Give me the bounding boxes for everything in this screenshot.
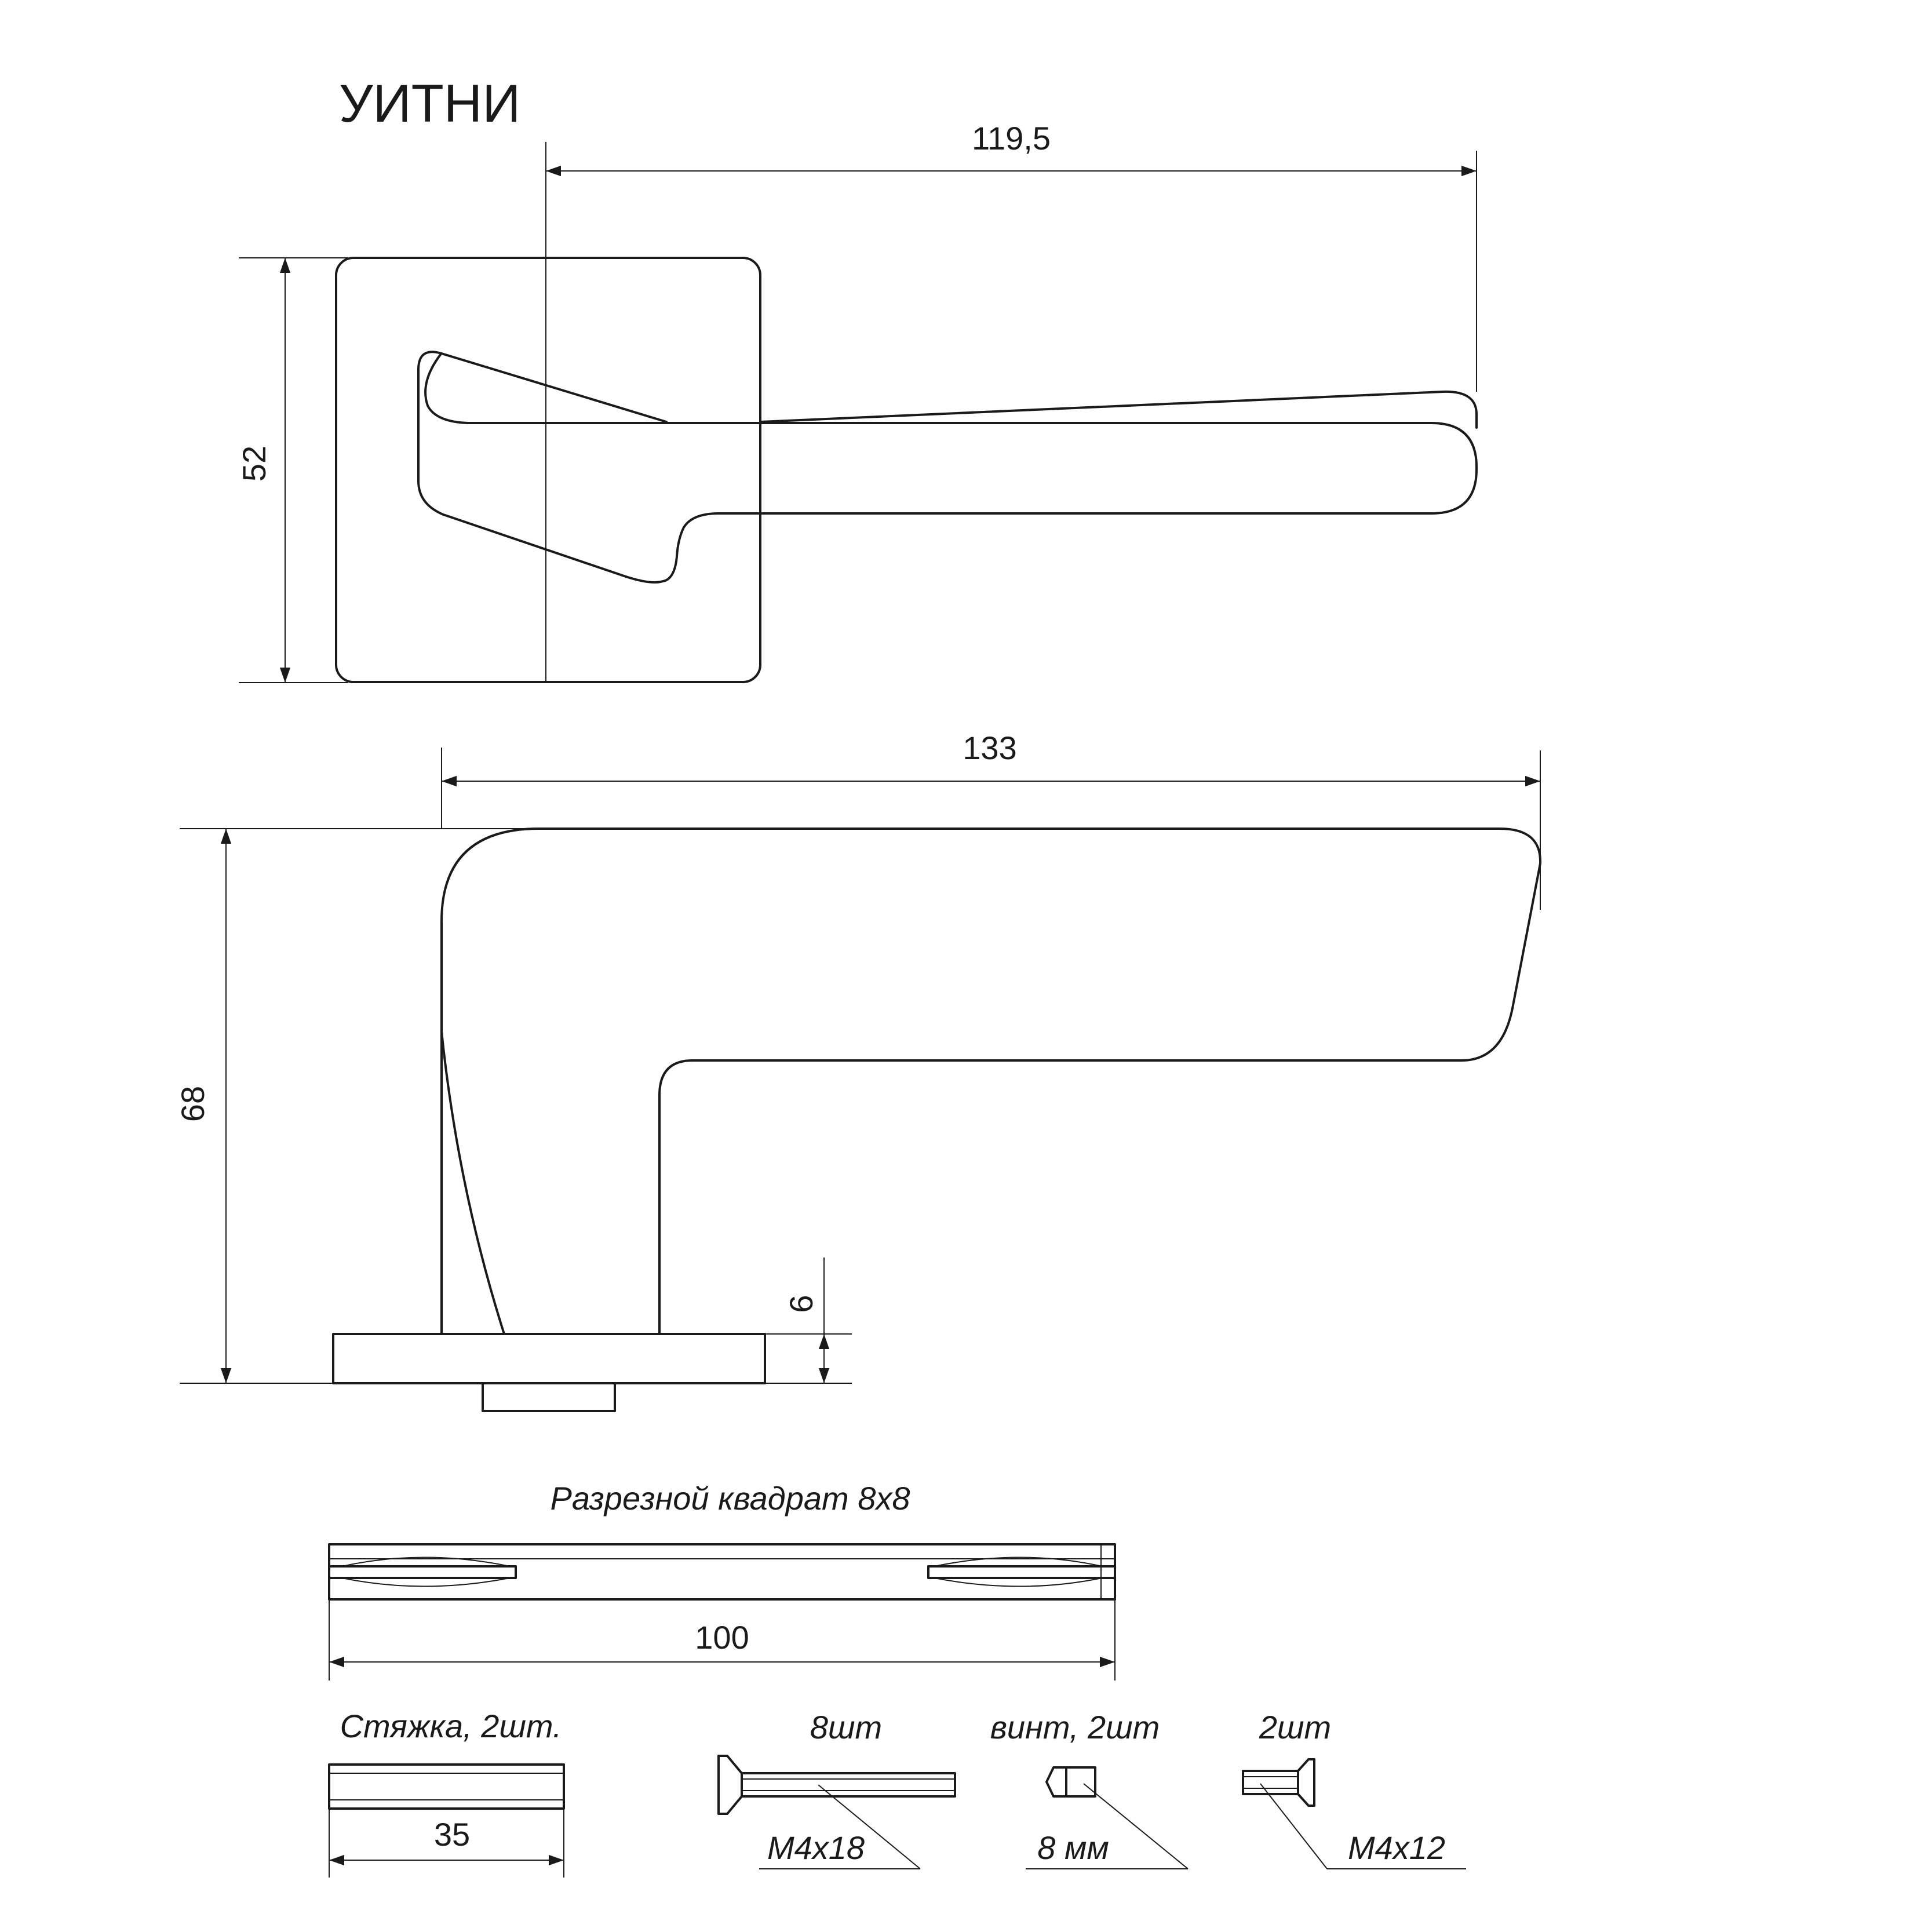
rose-boss (482, 1382, 616, 1412)
set-screw-group: винт, 2шт 8 мм (990, 1709, 1189, 1869)
short-screw-shank (1242, 1770, 1299, 1795)
tie-tube (328, 1763, 565, 1810)
rosette-plate (335, 257, 761, 683)
set-screw-tip (1045, 1766, 1067, 1798)
handle-side-outline (440, 828, 1542, 1335)
spindle-label: Разрезной квадрат 8х8 (551, 1480, 910, 1517)
long-screw-group: 8шт M4x18 (717, 1709, 956, 1869)
dimension-6: 6 (783, 1295, 819, 1313)
spindle-left-slot (328, 1565, 517, 1579)
spindle-right-slot-curve (934, 1577, 1103, 1587)
rose-base (332, 1333, 766, 1384)
short-screw-head (1297, 1758, 1315, 1807)
dimension-133: 133 (963, 730, 1016, 766)
leader-line (1083, 1783, 1189, 1869)
set-screw-qty: винт, 2шт (990, 1709, 1160, 1745)
side-view: 133 68 6 (174, 730, 1542, 1412)
handle-neck-curve (440, 1030, 505, 1335)
handle-top-outline (417, 351, 1478, 584)
top-view: 119,5 52 (236, 120, 1478, 683)
long-screw-head (717, 1755, 743, 1815)
long-screw-shank (741, 1772, 956, 1798)
spindle-bar (328, 1543, 1116, 1601)
handle-top-wedge (759, 390, 1478, 429)
spindle-right-slot-curve (934, 1556, 1103, 1567)
spindle-right-slot (927, 1565, 1116, 1579)
set-screw-body (1065, 1766, 1096, 1798)
leader-line (818, 1784, 921, 1869)
tie-group: Стяжка, 2шт. 35 (328, 1708, 565, 1878)
product-title: УИТНИ (339, 74, 520, 133)
short-screw-qty: 2шт (1259, 1709, 1331, 1745)
dimension-100: 100 (695, 1619, 749, 1656)
dimension-68: 68 (174, 1086, 211, 1122)
short-screw-size: M4x12 (1348, 1829, 1445, 1866)
tie-label: Стяжка, 2шт. (340, 1708, 562, 1744)
dimension-52: 52 (236, 446, 272, 482)
leader-line (1260, 1783, 1328, 1869)
spindle-left-slot-curve (341, 1577, 511, 1587)
handle-base-curve (424, 353, 469, 424)
spindle-group: Разрезной квадрат 8х8 100 (328, 1480, 1116, 1681)
spindle-left-slot-curve (341, 1556, 511, 1567)
long-screw-size: M4x18 (767, 1829, 865, 1866)
dimension-35: 35 (434, 1816, 470, 1853)
dimension-119-5: 119,5 (972, 120, 1051, 156)
set-screw-size: 8 мм (1037, 1829, 1109, 1866)
short-screw-group: 2шт M4x12 (1242, 1709, 1466, 1869)
long-screw-qty: 8шт (810, 1709, 882, 1745)
